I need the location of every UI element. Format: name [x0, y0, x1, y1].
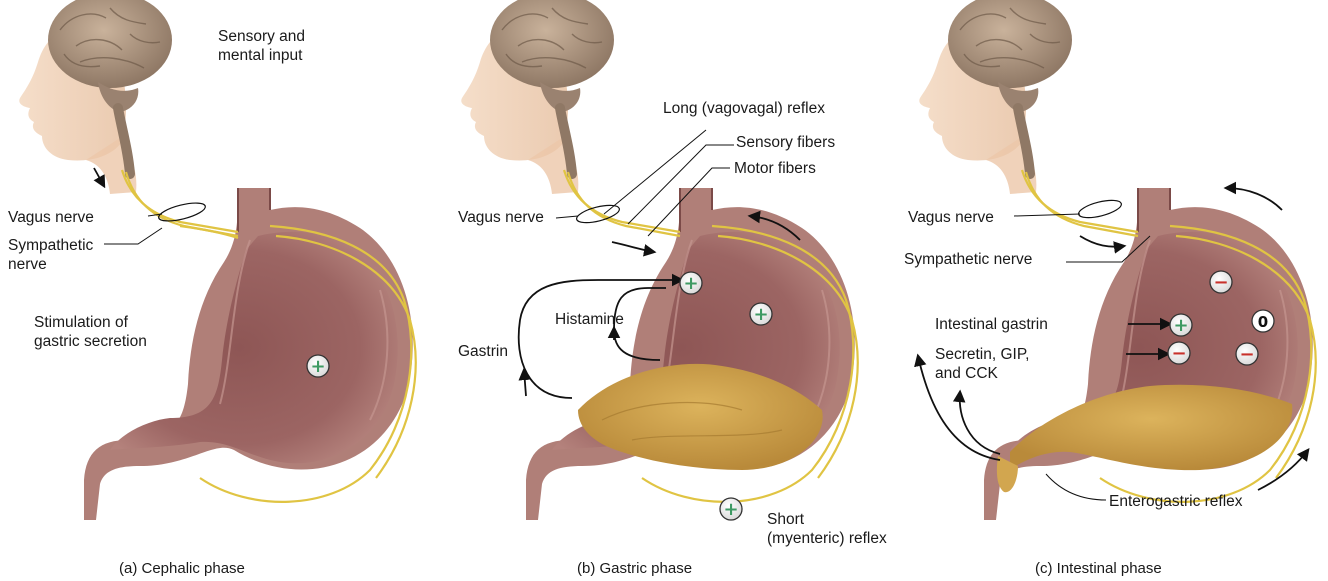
caption-cephalic: (a) Cephalic phase [119, 560, 245, 577]
svg-text:−: − [1239, 344, 1254, 365]
intestinal-gastrin-label: Intestinal gastrin [935, 315, 1048, 334]
sensory-fibers-label: Sensory fibers [736, 133, 835, 152]
sympathetic-line-1: Sympathetic [8, 236, 93, 255]
svg-text:+: + [310, 356, 325, 377]
svg-text:+: + [683, 273, 698, 294]
secretin-gip-cck-label: Secretin, GIP, and CCK [935, 345, 1029, 383]
zero-marker: 0 [1252, 310, 1274, 332]
sympathetic-nerve-label: Sympathetic nerve [8, 236, 93, 274]
minus-marker: − [1168, 342, 1190, 364]
plus-marker: + [307, 355, 329, 377]
svg-text:−: − [1213, 272, 1228, 293]
secretin-line-2: and CCK [935, 364, 1029, 383]
stimulation-line-1: Stimulation of [34, 313, 147, 332]
short-reflex-line-2: (myenteric) reflex [767, 529, 887, 548]
svg-text:+: + [1173, 315, 1188, 336]
panel-b: + + + [461, 0, 857, 520]
long-reflex-label: Long (vagovagal) reflex [663, 99, 825, 118]
sympathetic-line-2: nerve [8, 255, 93, 274]
svg-text:+: + [723, 499, 738, 520]
minus-marker: − [1210, 271, 1232, 293]
histamine-label: Histamine [555, 310, 624, 329]
vagus-nerve-label: Vagus nerve [908, 208, 994, 227]
sensory-input-line-2: mental input [218, 46, 305, 65]
caption-gastric: (b) Gastric phase [577, 560, 692, 577]
svg-text:0: 0 [1258, 313, 1268, 331]
secretin-line-1: Secretin, GIP, [935, 345, 1029, 364]
caption-intestinal: (c) Intestinal phase [1035, 560, 1162, 577]
plus-marker: + [720, 498, 742, 520]
minus-marker: − [1236, 343, 1258, 365]
short-reflex-label: Short (myenteric) reflex [767, 510, 887, 548]
sympathetic-nerve-label: Sympathetic nerve [904, 250, 1032, 269]
short-reflex-line-1: Short [767, 510, 887, 529]
vagus-nerve-label: Vagus nerve [458, 208, 544, 227]
stimulation-line-2: gastric secretion [34, 332, 147, 351]
stimulation-label: Stimulation of gastric secretion [34, 313, 147, 351]
vagus-nerve-label: Vagus nerve [8, 208, 94, 227]
motor-fibers-label: Motor fibers [734, 159, 816, 178]
svg-text:+: + [753, 304, 768, 325]
plus-marker: + [1170, 314, 1192, 336]
sensory-input-line-1: Sensory and [218, 27, 305, 46]
sensory-input-label: Sensory and mental input [218, 27, 305, 65]
gastrin-label: Gastrin [458, 342, 508, 361]
plus-marker: + [680, 272, 702, 294]
svg-text:−: − [1171, 343, 1186, 364]
enterogastric-reflex-label: Enterogastric reflex [1109, 492, 1243, 511]
plus-marker: + [750, 303, 772, 325]
